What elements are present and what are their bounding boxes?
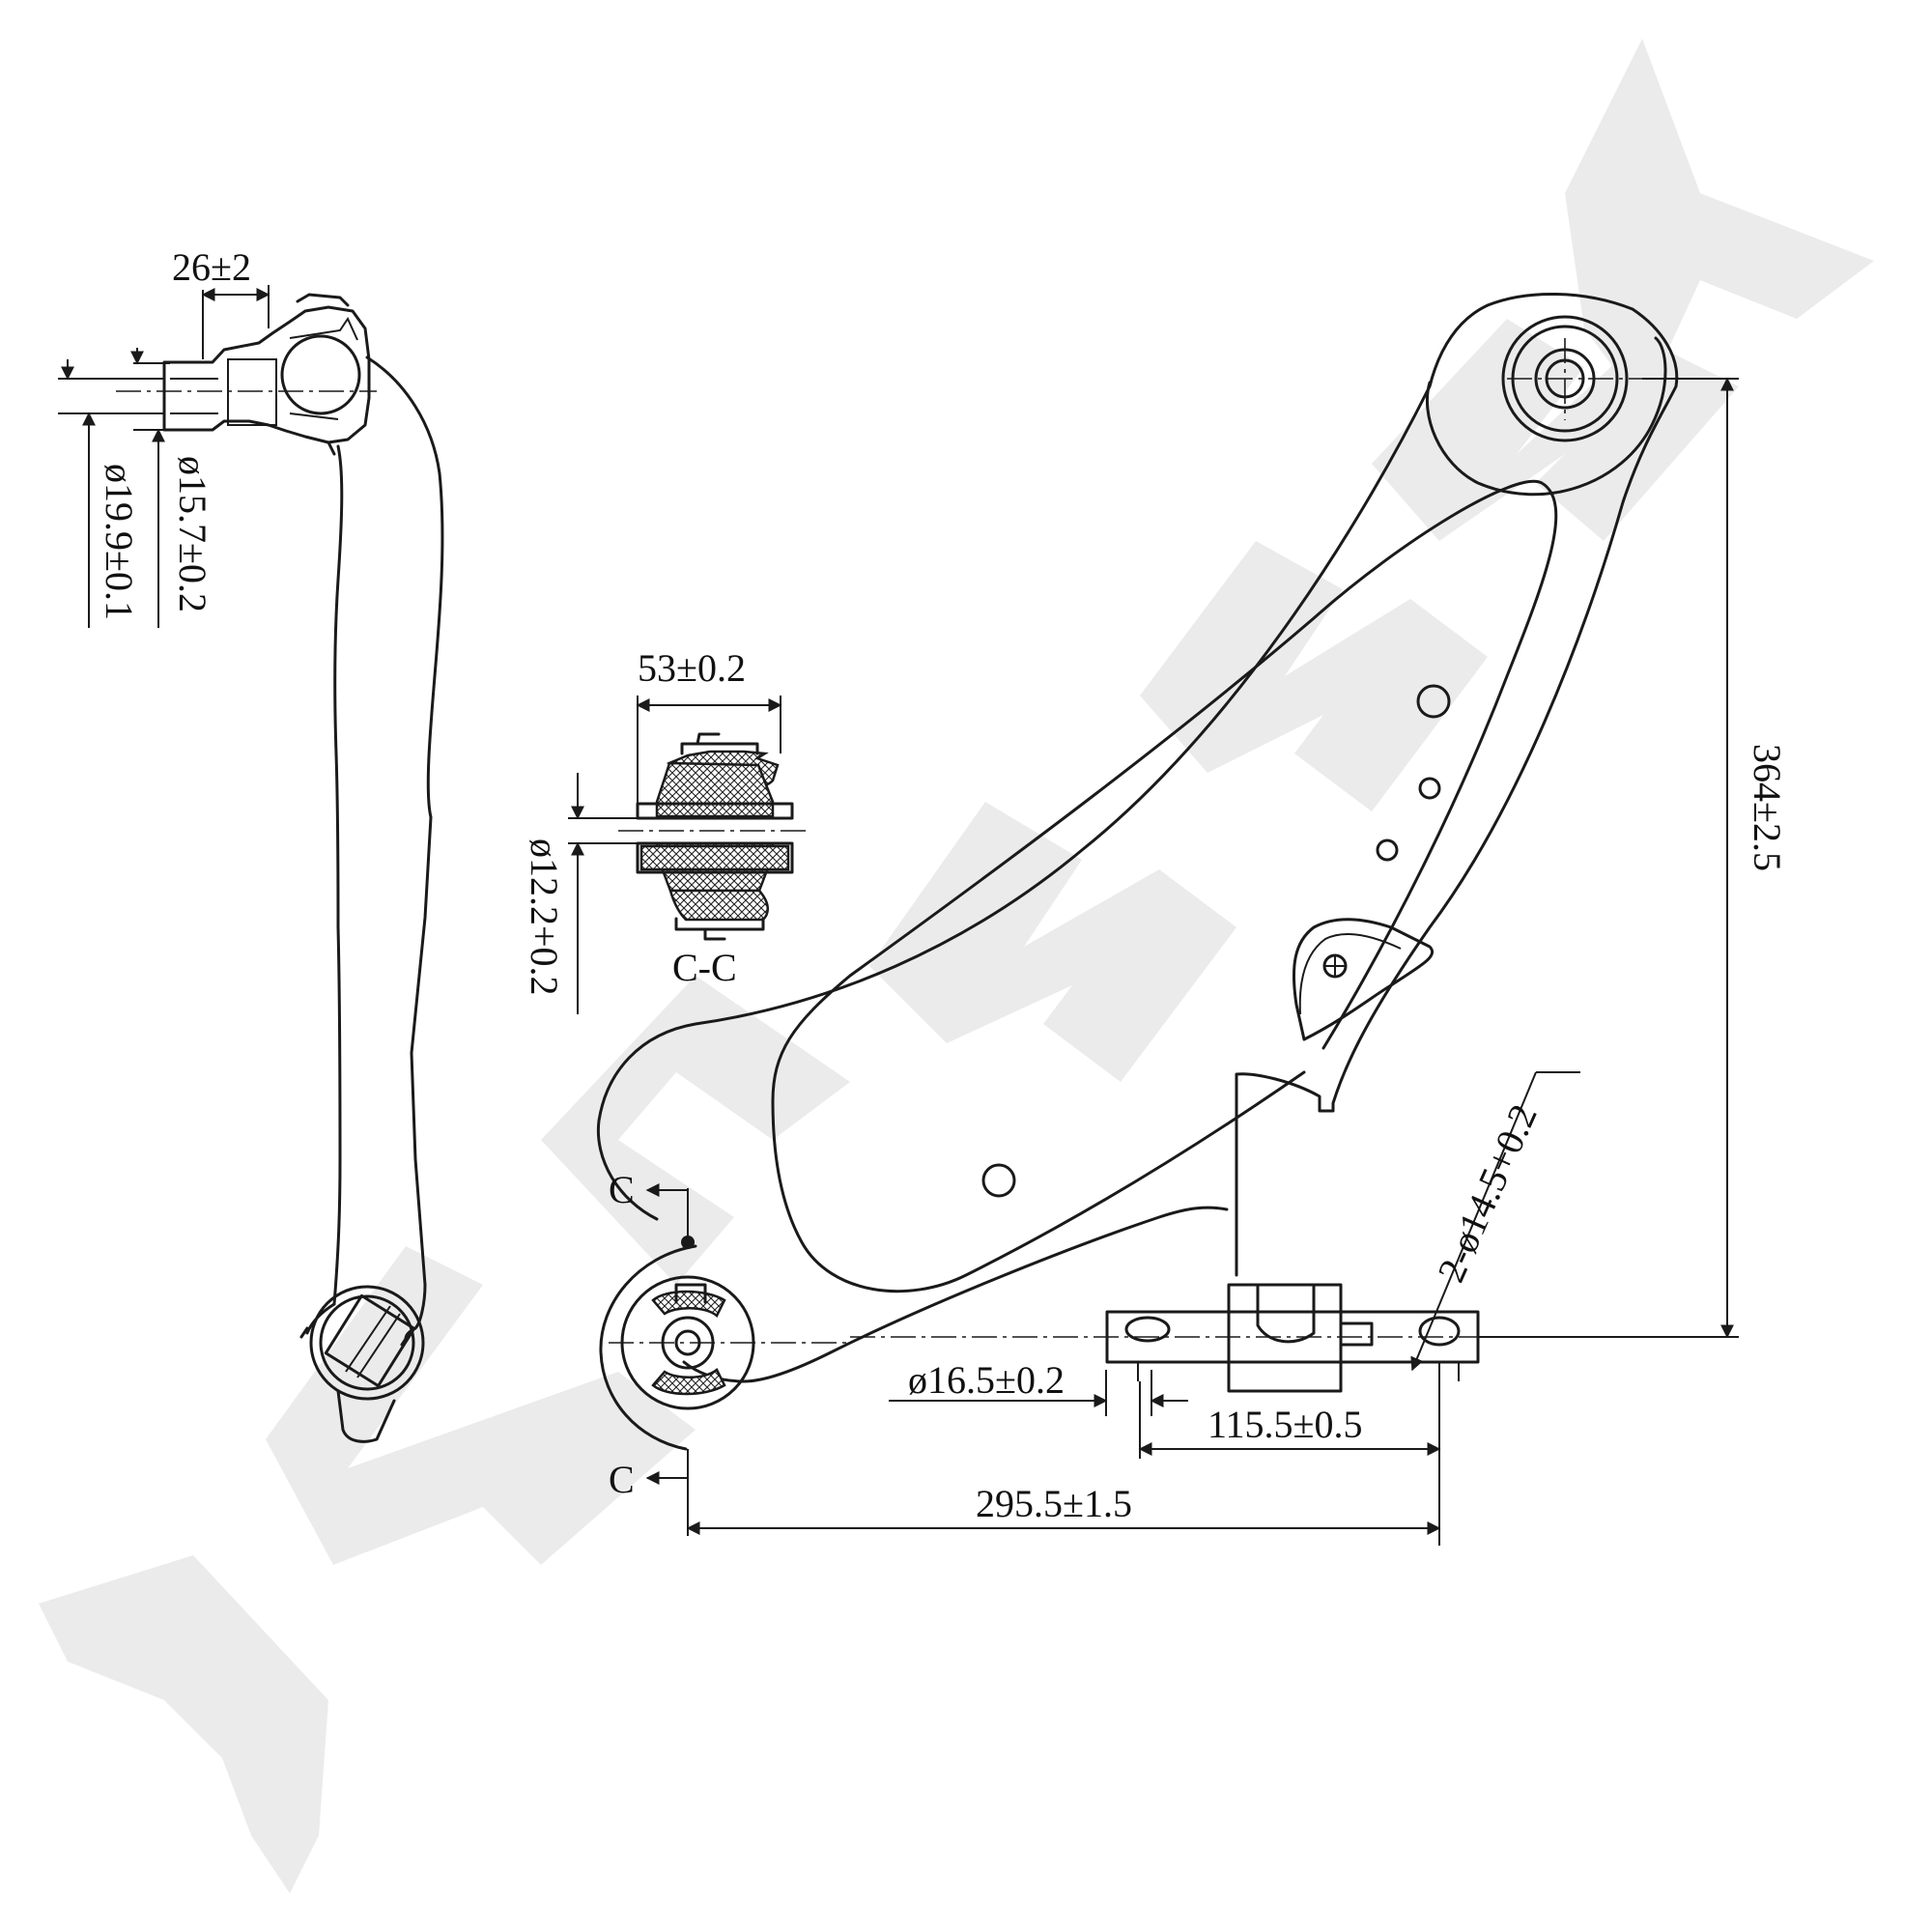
section-view: 53±0.2 ø12.2+0.2 C-C: [523, 646, 811, 1014]
arm-outline: [596, 292, 1679, 1383]
dim-outer-dia: ø19.9±0.1: [98, 464, 141, 620]
section-dims: [568, 696, 782, 1014]
main-dims: [686, 377, 1739, 1546]
top-bushing: [1501, 315, 1700, 442]
section-mark-bottom: C: [609, 1458, 635, 1501]
dim-hole-dia-pair: 2-ø14.5+0.2: [1429, 1097, 1546, 1288]
section-mark-top: C: [609, 1168, 635, 1211]
side-dims: [58, 285, 270, 628]
arm-cutout: [771, 479, 1558, 1293]
dim-bushing-width: 53±0.2: [638, 646, 746, 690]
brand-watermark: [39, 39, 1874, 1893]
dim-ball-width: 26±2: [172, 245, 251, 289]
side-arm-body: [332, 355, 444, 1330]
front-bushing: [599, 1244, 850, 1451]
dim-overall-length: 295.5±1.5: [976, 1482, 1132, 1525]
dim-bore-dia: ø12.2+0.2: [523, 838, 566, 996]
mount-hole: [1416, 684, 1451, 719]
side-bushing: [309, 1285, 425, 1443]
dim-inner-dia: ø15.7±0.2: [171, 456, 214, 612]
mount-hole: [981, 1163, 1016, 1198]
mount-hole: [1418, 777, 1441, 800]
mount-hole: [1376, 838, 1399, 862]
ball-joint: [116, 293, 377, 456]
section-label: C-C: [672, 946, 737, 989]
dim-hole-spacing: 115.5±0.5: [1208, 1403, 1362, 1446]
side-view: 26±2 ø15.7±0.2 ø19.9±0.1: [58, 245, 444, 1443]
dim-height: 364±2.5: [1746, 744, 1789, 871]
dim-hole-dia: ø16.5±0.2: [908, 1358, 1065, 1402]
bracket-boss: [1292, 918, 1434, 1041]
